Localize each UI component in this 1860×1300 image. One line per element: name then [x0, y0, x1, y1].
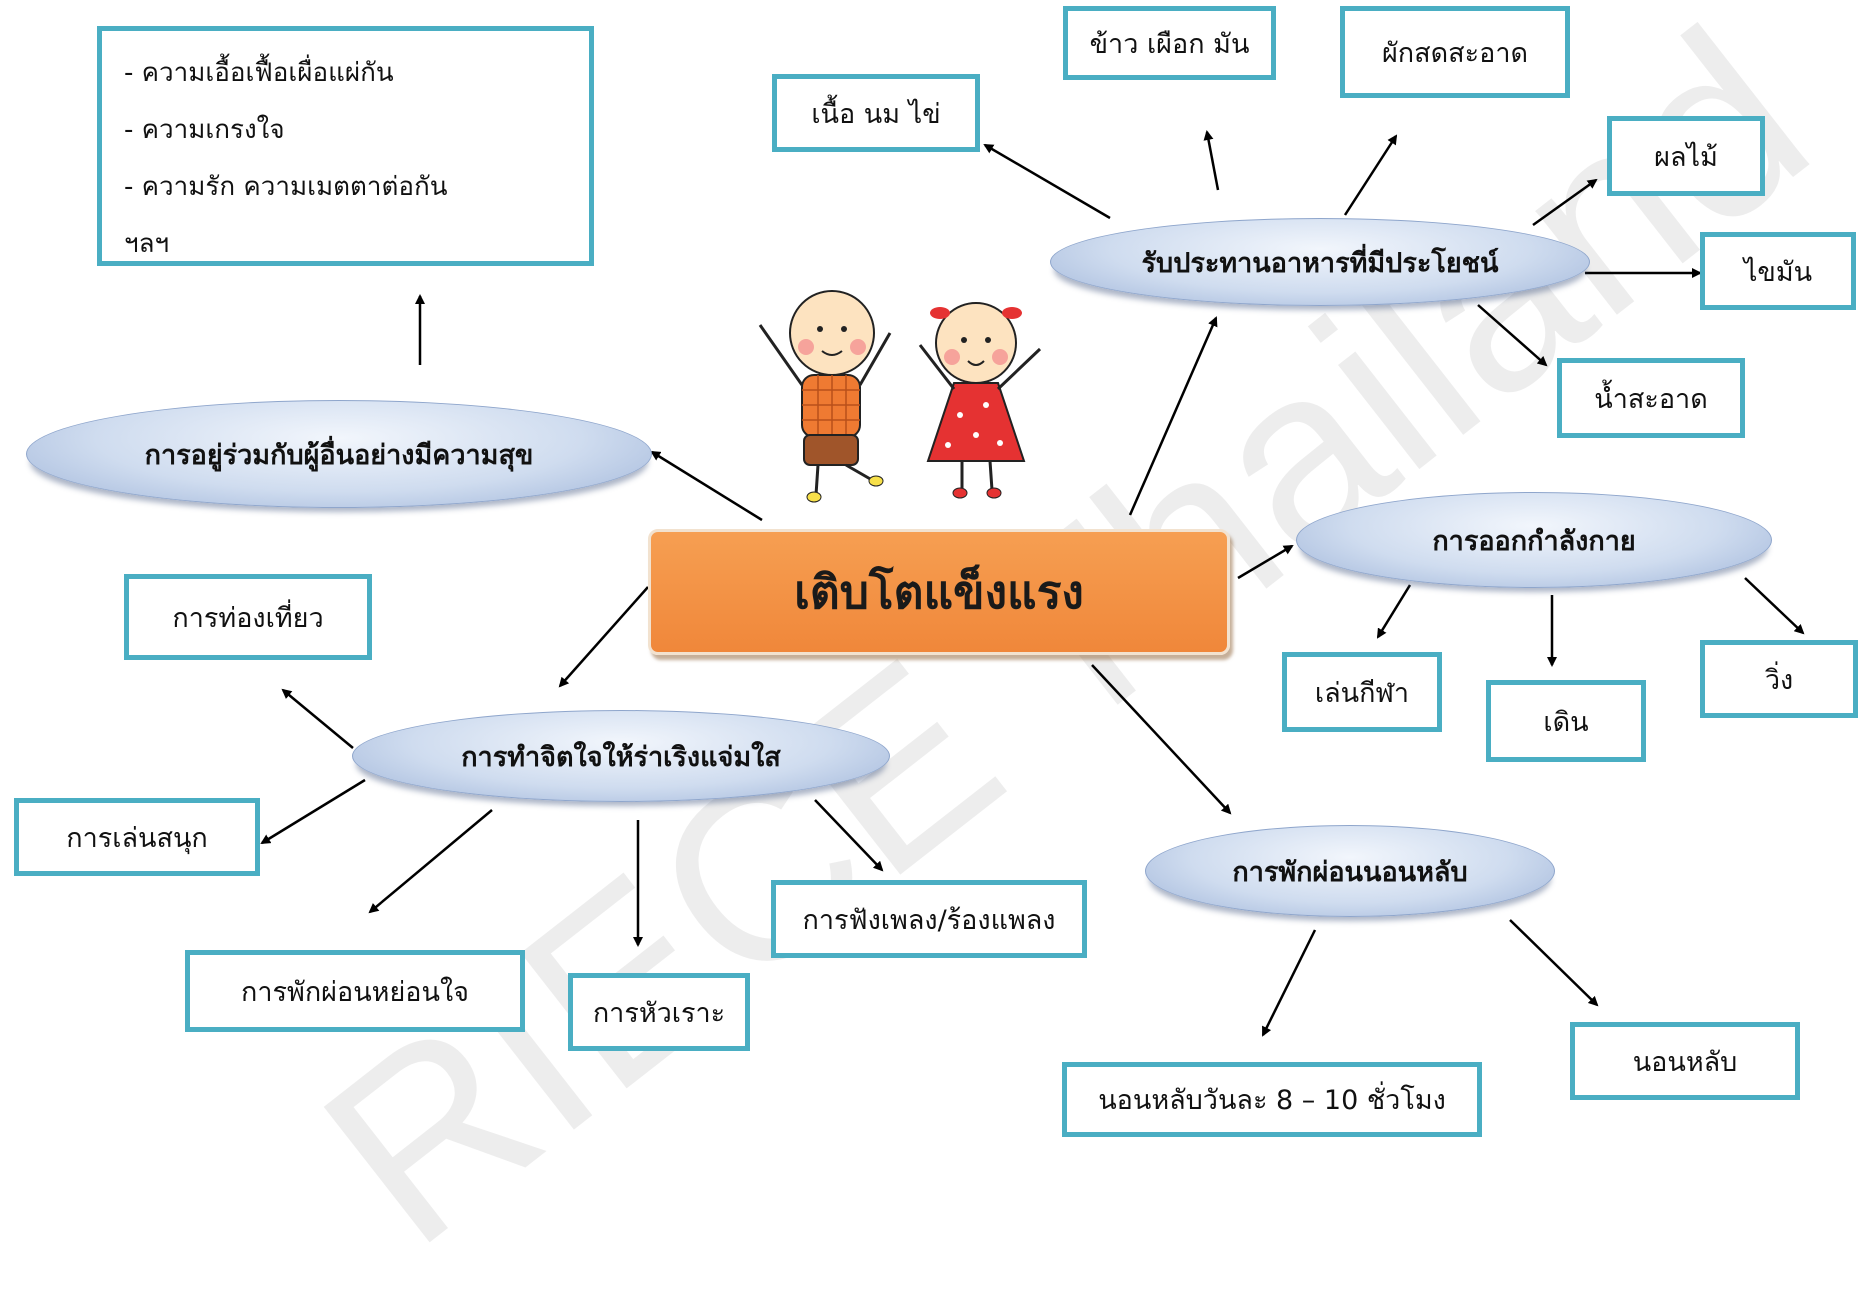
food-water-box: น้ำสะอาด — [1557, 358, 1745, 438]
arrow-center-exercise — [1237, 544, 1294, 580]
mind-relax-box: การพักผ่อนหย่อนใจ — [185, 950, 525, 1032]
mind-map: RIECE Thailand — [14, 0, 1858, 1297]
exercise-sport-box: เล่นกีฬา — [1282, 652, 1442, 732]
node-mind: การทำจิตใจให้ร่าเริงแจ่มใส — [352, 710, 890, 802]
arrow-food-fruit — [1532, 178, 1598, 227]
arrow-sleep-hours — [1261, 929, 1317, 1037]
children-illustration — [758, 290, 1042, 503]
arrow-exercise-run — [1744, 577, 1805, 635]
arrows-layer — [260, 130, 1805, 1037]
arrow-mind-travel — [281, 688, 354, 749]
social-list-item: - ความเกรงใจ — [124, 115, 285, 145]
sleep-sleep-box: นอนหลับ — [1570, 1022, 1800, 1100]
arrow-mind-music — [814, 799, 884, 872]
node-social: การอยู่ร่วมกับผู้อื่นอย่างมีความสุข — [26, 400, 652, 508]
boy-figure — [758, 290, 892, 503]
food-fat-box: ไขมัน — [1700, 232, 1856, 310]
arrow-food-water — [1477, 304, 1548, 367]
social-list-item: - ความเอื้อเฟื้อเผื่อแผ่กัน — [124, 58, 394, 88]
arrow-center-food — [1128, 316, 1218, 516]
node-exercise: การออกกำลังกาย — [1296, 492, 1772, 588]
arrow-center-mind — [558, 586, 649, 688]
arrow-sleep-sleep — [1509, 919, 1599, 1007]
exercise-walk-box: เดิน — [1486, 680, 1646, 762]
node-sleep: การพักผ่อนนอนหลับ — [1145, 825, 1555, 917]
mind-music-box: การฟังเพลง/ร้องแพลง — [771, 880, 1087, 958]
arrow-exercise-sport — [1376, 584, 1412, 639]
arrow-center-social — [650, 450, 763, 522]
mind-play-box: การเล่นสนุก — [14, 798, 260, 876]
food-meat-box: เนื้อ นม ไข่ — [772, 74, 980, 152]
social-list-item: ฯลฯ — [124, 229, 170, 259]
arrow-food-rice — [1203, 130, 1220, 191]
arrow-food-meat — [983, 143, 1111, 220]
arrow-mind-relax — [368, 809, 493, 914]
arrow-food-veg — [1343, 134, 1398, 216]
food-fruit-box: ผลไม้ — [1607, 116, 1765, 196]
mind-travel-box: การท่องเที่ยว — [124, 574, 372, 660]
girl-figure — [918, 302, 1042, 499]
center-node: เติบโตแข็งแรง — [648, 529, 1230, 655]
exercise-run-box: วิ่ง — [1700, 640, 1858, 718]
food-rice-box: ข้าว เผือก มัน — [1063, 6, 1276, 80]
sleep-hours-box: นอนหลับวันละ 8 – 10 ชั่วโมง — [1062, 1062, 1482, 1137]
node-food: รับประทานอาหารที่มีประโยชน์ — [1050, 218, 1590, 306]
arrow-center-sleep — [1091, 664, 1232, 815]
arrow-mind-play — [260, 778, 366, 845]
food-veg-box: ผักสดสะอาด — [1340, 6, 1570, 98]
social-list-box: - ความเอื้อเฟื้อเผื่อแผ่กัน - ความเกรงใจ… — [97, 26, 594, 266]
social-list-item: - ความรัก ความเมตตาต่อกัน — [124, 172, 448, 202]
mind-laugh-box: การหัวเราะ — [568, 973, 750, 1051]
